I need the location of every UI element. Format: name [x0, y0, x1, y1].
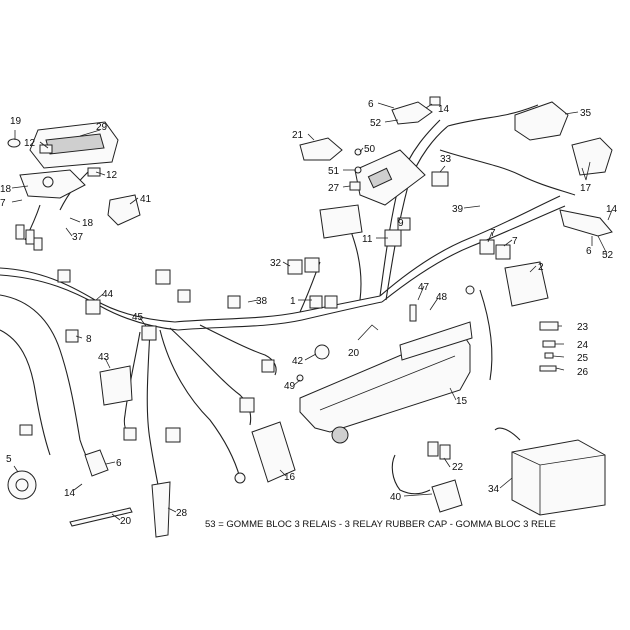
callout-11: 11: [362, 234, 373, 245]
callout-7: 7: [490, 228, 496, 239]
callout-42: 42: [292, 356, 304, 367]
callout-50: 50: [364, 144, 376, 155]
callout-12: 12: [106, 170, 118, 181]
callout-38: 38: [256, 296, 268, 307]
callout-28: 28: [176, 508, 188, 519]
callout-23: 23: [577, 322, 589, 333]
callout-6: 6: [368, 99, 374, 110]
callout-44: 44: [102, 289, 114, 300]
callout-labels: 19 29 12 12 18 18 7 37 41 6 14 52 35 21 …: [0, 99, 618, 527]
callout-27: 27: [328, 183, 340, 194]
callout-1: 1: [290, 296, 296, 307]
main-harness: [0, 104, 576, 496]
callout-7: 7: [512, 236, 518, 247]
callout-5: 5: [6, 454, 12, 465]
callout-51: 51: [328, 166, 340, 177]
callout-47: 47: [418, 282, 430, 293]
callout-9: 9: [398, 218, 404, 229]
callout-33: 33: [440, 154, 452, 165]
relay-cap-note: 53 = GOMME BLOC 3 RELAIS - 3 RELAY RUBBE…: [205, 519, 556, 530]
callout-14: 14: [438, 104, 450, 115]
callout-35: 35: [580, 108, 592, 119]
callout-19: 19: [10, 116, 22, 127]
callout-14: 14: [606, 204, 618, 215]
callout-26: 26: [577, 367, 589, 378]
callout-22: 22: [452, 462, 464, 473]
callout-18: 18: [0, 184, 12, 195]
callout-34: 34: [488, 484, 500, 495]
callout-25: 25: [577, 353, 589, 364]
callout-14: 14: [64, 488, 76, 499]
callout-32: 32: [270, 258, 282, 269]
callout-37: 37: [72, 232, 84, 243]
callout-43: 43: [98, 352, 110, 363]
callout-52: 52: [370, 118, 382, 129]
callout-45: 45: [132, 312, 144, 323]
callout-40: 40: [390, 492, 402, 503]
callout-52: 52: [602, 250, 614, 261]
callout-20: 20: [120, 516, 132, 527]
callout-24: 24: [577, 340, 589, 351]
callout-20: 20: [348, 348, 360, 359]
callout-2: 2: [538, 262, 544, 273]
callout-39: 39: [452, 204, 464, 215]
components: [7, 96, 613, 538]
callout-16: 16: [284, 472, 296, 483]
callout-12: 12: [24, 138, 36, 149]
callout-6: 6: [116, 458, 122, 469]
callout-6: 6: [586, 246, 592, 257]
callout-21: 21: [292, 130, 304, 141]
callout-15: 15: [456, 396, 468, 407]
callout-41: 41: [140, 194, 152, 205]
callout-48: 48: [436, 292, 448, 303]
callout-8: 8: [86, 334, 92, 345]
callout-29: 29: [96, 122, 108, 133]
callout-7: 7: [0, 198, 6, 209]
callout-18: 18: [82, 218, 94, 229]
leader-lines: [11, 102, 613, 521]
callout-49: 49: [284, 381, 296, 392]
callout-17: 17: [580, 183, 592, 194]
